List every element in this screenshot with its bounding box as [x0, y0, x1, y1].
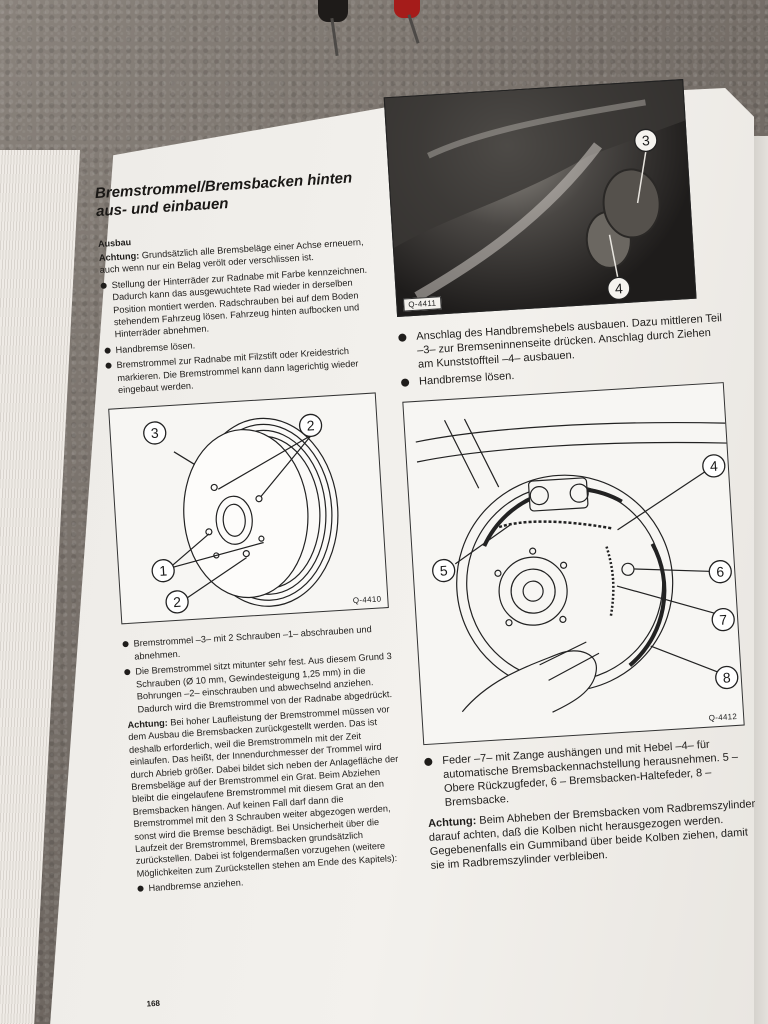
achtung-label: Achtung:: [127, 717, 169, 731]
callout-label: 3: [641, 132, 650, 148]
callout-badge: 2: [165, 590, 189, 615]
handbrake-photo-drawing: 3 4: [384, 79, 687, 302]
list-item-text: Handbremse anziehen.: [148, 877, 244, 894]
callout-badge: 4: [702, 454, 726, 478]
bullet-icon: [124, 669, 131, 676]
achtung-label: Achtung:: [427, 815, 477, 830]
list-item-text: Handbremse lösen.: [115, 340, 196, 356]
achtung-text: Beim Abheben der Bremsbacken vom Radbrem…: [428, 798, 756, 872]
bullet-icon: [424, 757, 433, 767]
figure-brake-shoes: 4 5 6 7 8 Q-4412: [402, 382, 745, 746]
figure-photo-handbrake: 3 4 Q-4411: [383, 79, 697, 317]
bullet-icon: [100, 282, 107, 289]
pen-black: [318, 0, 348, 22]
callout-badge: 8: [715, 665, 739, 690]
achtung-paragraph: Achtung: Bei hoher Laufleistung der Brem…: [127, 702, 408, 880]
bullet-icon: [400, 378, 410, 387]
callout-badge: 4: [607, 276, 631, 301]
callout-badge: 6: [708, 560, 732, 584]
callout-label: 1: [159, 563, 168, 579]
figure-code: Q-4410: [352, 594, 382, 606]
page-number: 168: [146, 998, 161, 1009]
callout-label: 4: [614, 280, 623, 296]
bullet-icon: [137, 885, 144, 893]
list-item-text: Handbremse lösen.: [418, 369, 515, 388]
callout-badge: 1: [151, 559, 175, 583]
callout-label: 6: [716, 563, 725, 579]
callout-label: 5: [439, 562, 448, 578]
callout-badge: 2: [298, 414, 323, 438]
bullet-icon: [122, 641, 129, 648]
brake-shoes-drawing: 4 5 6 7 8: [415, 418, 739, 713]
figure-brake-drum: 3 2 1 2 Q-4410: [108, 392, 389, 625]
callout-label: 7: [719, 611, 728, 627]
callout-label: 8: [722, 669, 731, 685]
callout-badge: 3: [143, 421, 167, 446]
figure-code: Q-4412: [708, 711, 738, 723]
figure-code: Q-4411: [403, 296, 442, 312]
left-column: Bremstrommel/Bremsbacken hinten aus- und…: [95, 169, 410, 896]
callout-label: 3: [150, 425, 159, 441]
bullet-icon: [398, 333, 407, 342]
pen-red: [394, 0, 420, 18]
right-column: 3 4 Q-4411 Anschlag des Handbremshebels …: [383, 77, 761, 873]
bullet-icon: [105, 362, 112, 370]
callout-label: 4: [709, 458, 718, 474]
brake-drum-drawing: 3 2 1 2: [143, 414, 339, 615]
page-title: Bremstrommel/Bremsbacken hinten aus- und…: [95, 169, 369, 222]
callout-badge: 7: [711, 607, 735, 632]
list-item-text: Feder –7– mit Zange aushängen und mit He…: [441, 738, 739, 809]
callout-badge: 3: [634, 128, 658, 153]
achtung-text: Bei hoher Laufleistung der Bremstrommel …: [127, 704, 399, 879]
bullet-icon: [104, 347, 111, 354]
list-item-text: Stellung der Hinterräder zur Radnabe mit…: [111, 264, 368, 340]
callout-label: 2: [306, 418, 315, 434]
achtung-label: Achtung:: [98, 250, 140, 264]
callout-label: 2: [173, 594, 182, 610]
achtung-paragraph: Achtung: Beim Abheben der Bremsbacken vo…: [428, 797, 761, 873]
callout-badge: 5: [432, 558, 456, 583]
